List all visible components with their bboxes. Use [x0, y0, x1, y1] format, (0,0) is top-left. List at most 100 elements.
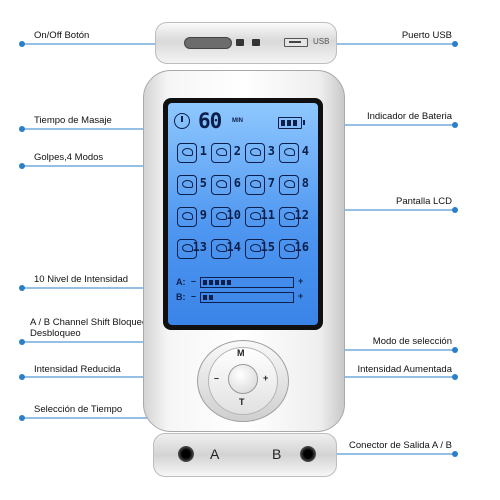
channel-a-label: A:: [176, 277, 186, 287]
time-value: 60: [198, 109, 222, 133]
dot-mode: [452, 347, 458, 353]
mode-number: 12: [294, 208, 309, 222]
mode-cell: 11: [244, 205, 275, 229]
massage-mode-icon: [279, 175, 299, 195]
indicator-light: [252, 39, 260, 46]
mode-number: 5: [199, 176, 207, 190]
channel-a-bar: [200, 277, 294, 288]
label-time-selection: Selección de Tiempo: [34, 404, 123, 415]
mode-cell: 2: [210, 141, 241, 165]
intensity-segment: [209, 295, 213, 300]
intensity-segment: [215, 280, 219, 285]
bottom-edge-module: A B: [153, 433, 337, 477]
channel-a-plus: +: [298, 276, 304, 286]
mode-cell: 7: [244, 173, 275, 197]
intensity-segment: [221, 280, 225, 285]
channel-b-row: B: – +: [176, 291, 310, 303]
label-battery-indicator: Indicador de Bateria: [366, 111, 452, 122]
massage-mode-icon: [211, 239, 231, 259]
channel-a-minus: –: [191, 276, 197, 286]
mode-cell: 13: [176, 237, 207, 261]
label-intensity-down: Intensidad Reducida: [34, 364, 121, 375]
mode-cell: 6: [210, 173, 241, 197]
time-unit: MIN: [232, 118, 243, 124]
dot-intensity: [19, 285, 25, 291]
mode-cell: 8: [278, 173, 309, 197]
label-massage-time: Tiempo de Masaje: [34, 115, 112, 126]
dot-down: [19, 374, 25, 380]
dot-lcd: [452, 207, 458, 213]
massage-mode-icon: [211, 175, 231, 195]
mode-number: 13: [192, 240, 207, 254]
intensity-segment: [209, 280, 213, 285]
channel-b-bar: [200, 292, 294, 303]
label-strokes-modes: Golpes,4 Modos: [34, 152, 104, 163]
dot-strokes: [19, 163, 25, 169]
mode-cell: 5: [176, 173, 207, 197]
label-channel-shift: A / B Channel Shift Bloqueo y Desbloqueo: [30, 317, 155, 339]
intensity-segment: [203, 280, 207, 285]
dot-power: [19, 41, 25, 47]
massage-mode-icon: [177, 239, 197, 259]
massage-mode-icon: [279, 143, 299, 163]
dot-up: [452, 374, 458, 380]
mode-number: 1: [199, 144, 207, 158]
mode-number: 11: [260, 208, 275, 222]
channel-b-minus: –: [191, 291, 197, 301]
usb-port[interactable]: [284, 38, 308, 47]
label-power-button: On/Off Botón: [34, 30, 90, 41]
power-switch[interactable]: [184, 37, 232, 49]
massage-mode-icon: [177, 207, 197, 227]
mode-number: 10: [226, 208, 241, 222]
massage-mode-icon: [279, 239, 299, 259]
mode-number: 15: [260, 240, 275, 254]
mode-number: 16: [294, 240, 309, 254]
dot-connector: [452, 451, 458, 457]
massage-mode-icon: [279, 207, 299, 227]
mode-cell: 14: [210, 237, 241, 261]
massage-mode-icon: [177, 175, 197, 195]
mode-button[interactable]: M: [237, 348, 245, 358]
massage-mode-icon: [245, 175, 265, 195]
intensity-down-button[interactable]: –: [214, 373, 220, 383]
massage-mode-icon: [245, 143, 265, 163]
mode-cell: 16: [278, 237, 309, 261]
channel-a-row: A: – +: [176, 276, 310, 288]
massage-mode-icon: [211, 143, 231, 163]
output-jack-a[interactable]: [178, 446, 194, 462]
mode-cell: 4: [278, 141, 309, 165]
label-output-connector: Conector de Salida A / B: [349, 440, 452, 451]
mode-number: 2: [233, 144, 241, 158]
mode-number: 9: [199, 208, 207, 222]
intensity-up-button[interactable]: +: [263, 373, 269, 383]
channel-b-label: B:: [176, 292, 186, 302]
output-jack-b[interactable]: [300, 446, 316, 462]
mode-number: 14: [226, 240, 241, 254]
label-mode-selection: Modo de selección: [372, 336, 452, 347]
dot-usb: [452, 41, 458, 47]
jack-b-label: B: [272, 446, 282, 462]
dot-time: [19, 126, 25, 132]
channel-b-plus: +: [298, 291, 304, 301]
channel-shift-button[interactable]: [228, 364, 258, 394]
mode-cell: 1: [176, 141, 207, 165]
intensity-segment: [227, 280, 231, 285]
massage-mode-icon: [177, 143, 197, 163]
top-edge-module: USB: [155, 22, 337, 64]
mode-cell: 10: [210, 205, 241, 229]
dot-battery: [452, 122, 458, 128]
mode-cell: 3: [244, 141, 275, 165]
massage-mode-icon: [245, 207, 265, 227]
clock-icon: [174, 113, 190, 129]
time-button[interactable]: T: [239, 397, 245, 407]
mode-number: 7: [267, 176, 275, 190]
mode-cell: 12: [278, 205, 309, 229]
mode-number: 8: [301, 176, 309, 190]
mode-number: 3: [267, 144, 275, 158]
label-intensity-up: Intensidad Aumentada: [357, 364, 452, 375]
usb-text: USB: [313, 37, 330, 46]
label-lcd-screen: Pantalla LCD: [396, 196, 452, 207]
dot-timesel: [19, 415, 25, 421]
